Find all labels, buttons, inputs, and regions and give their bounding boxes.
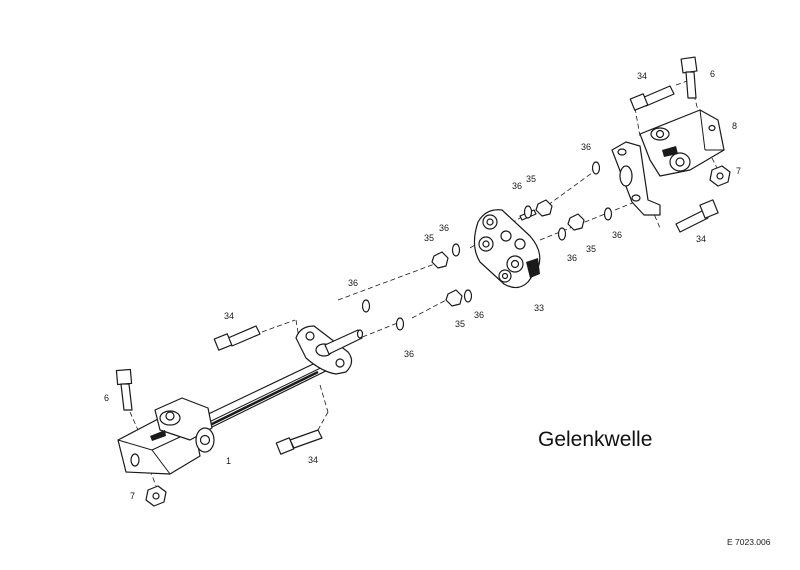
label-part-35-c: 35 bbox=[586, 244, 596, 254]
label-part-35-a: 35 bbox=[424, 233, 434, 243]
label-part-36-h: 36 bbox=[612, 230, 622, 240]
label-part-36-a: 36 bbox=[439, 223, 449, 233]
label-part-36-b: 36 bbox=[512, 181, 522, 191]
bolt-6-top bbox=[680, 56, 698, 99]
label-part-33: 33 bbox=[534, 303, 544, 313]
drive-shaft bbox=[199, 325, 364, 431]
label-part-36-e: 36 bbox=[404, 349, 414, 359]
label-part-36-g: 36 bbox=[567, 253, 577, 263]
label-part-34-top: 34 bbox=[637, 71, 647, 81]
assembly-guide-lines bbox=[129, 79, 719, 487]
nut-7-top bbox=[709, 165, 731, 187]
bolt-34-top bbox=[629, 85, 675, 111]
label-part-7-top: 7 bbox=[736, 166, 741, 176]
label-part-6-top: 6 bbox=[710, 69, 715, 79]
lower-universal-joint bbox=[117, 397, 215, 475]
label-part-34-left: 34 bbox=[224, 311, 234, 321]
bolt-34-bottom bbox=[275, 429, 323, 455]
label-part-36-d: 36 bbox=[348, 278, 358, 288]
bolt-34-right bbox=[675, 199, 719, 233]
diagram-title: Gelenkwelle bbox=[538, 428, 652, 451]
shaft-flange bbox=[295, 325, 364, 375]
label-part-35-d: 35 bbox=[455, 319, 465, 329]
label-part-36-f: 36 bbox=[474, 310, 484, 320]
label-part-35-b: 35 bbox=[526, 174, 536, 184]
part-number-labels: 1 6 6 7 7 8 33 34 34 34 34 35 35 35 35 3… bbox=[104, 69, 741, 501]
label-part-34-right: 34 bbox=[696, 234, 706, 244]
label-part-36-c: 36 bbox=[581, 142, 591, 152]
bolt-6-left bbox=[115, 368, 133, 411]
flex-coupling-disc bbox=[473, 209, 541, 289]
label-part-34-bottom: 34 bbox=[308, 455, 318, 465]
nut-7-bottom bbox=[145, 485, 167, 507]
label-part-1: 1 bbox=[226, 456, 231, 466]
drawing-reference: E 7023.006 bbox=[727, 537, 771, 547]
nuts-and-washers bbox=[361, 161, 613, 331]
label-part-7-bottom: 7 bbox=[130, 491, 135, 501]
upper-universal-joint bbox=[611, 109, 725, 216]
label-part-8: 8 bbox=[732, 121, 737, 131]
bolt-34-left bbox=[213, 325, 261, 351]
label-part-6-left: 6 bbox=[104, 393, 109, 403]
